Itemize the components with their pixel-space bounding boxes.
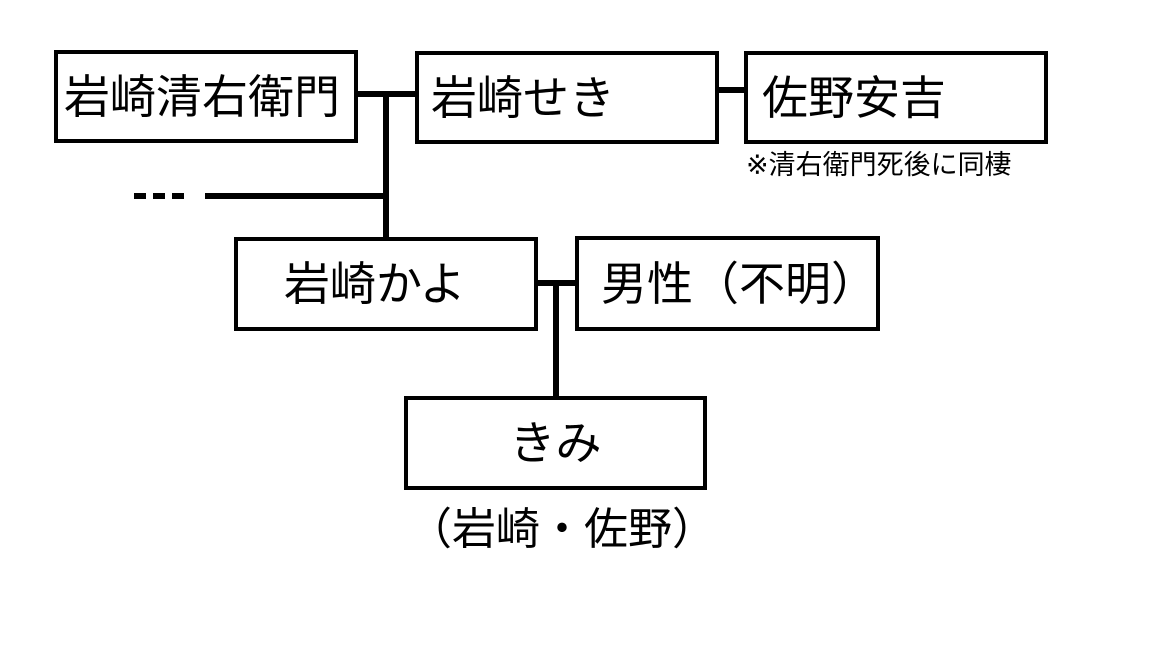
kimi-surname-note: （岩崎・佐野）: [408, 504, 716, 555]
dash: [172, 193, 184, 199]
person-name: 岩崎せき: [431, 70, 615, 125]
person-name: 男性（不明）: [601, 256, 877, 311]
sibling-line: [205, 193, 389, 199]
descent-line-to-kimi: [553, 283, 559, 400]
person-box-kimi: きみ: [404, 396, 707, 490]
person-box-yasukichi: 佐野安吉: [744, 51, 1048, 144]
person-box-seiemon: 岩崎清右衛門: [54, 50, 358, 143]
person-name: きみ: [509, 416, 602, 470]
cohabitation-note: ※清右衛門死後に同棲: [746, 150, 1012, 181]
person-name: 佐野安吉: [762, 70, 946, 125]
person-box-kayo: 岩崎かよ: [234, 237, 538, 331]
person-box-unknown-male: 男性（不明）: [575, 236, 880, 331]
omitted-siblings-dashes: [134, 193, 184, 199]
dash: [134, 193, 146, 199]
person-box-seki: 岩崎せき: [415, 51, 719, 144]
person-name: 岩崎かよ: [284, 257, 466, 311]
dash: [153, 193, 165, 199]
partner-line-seki-yasukichi: [717, 87, 747, 93]
person-name: 岩崎清右衛門: [64, 69, 340, 124]
descent-line-to-kayo: [383, 94, 389, 239]
